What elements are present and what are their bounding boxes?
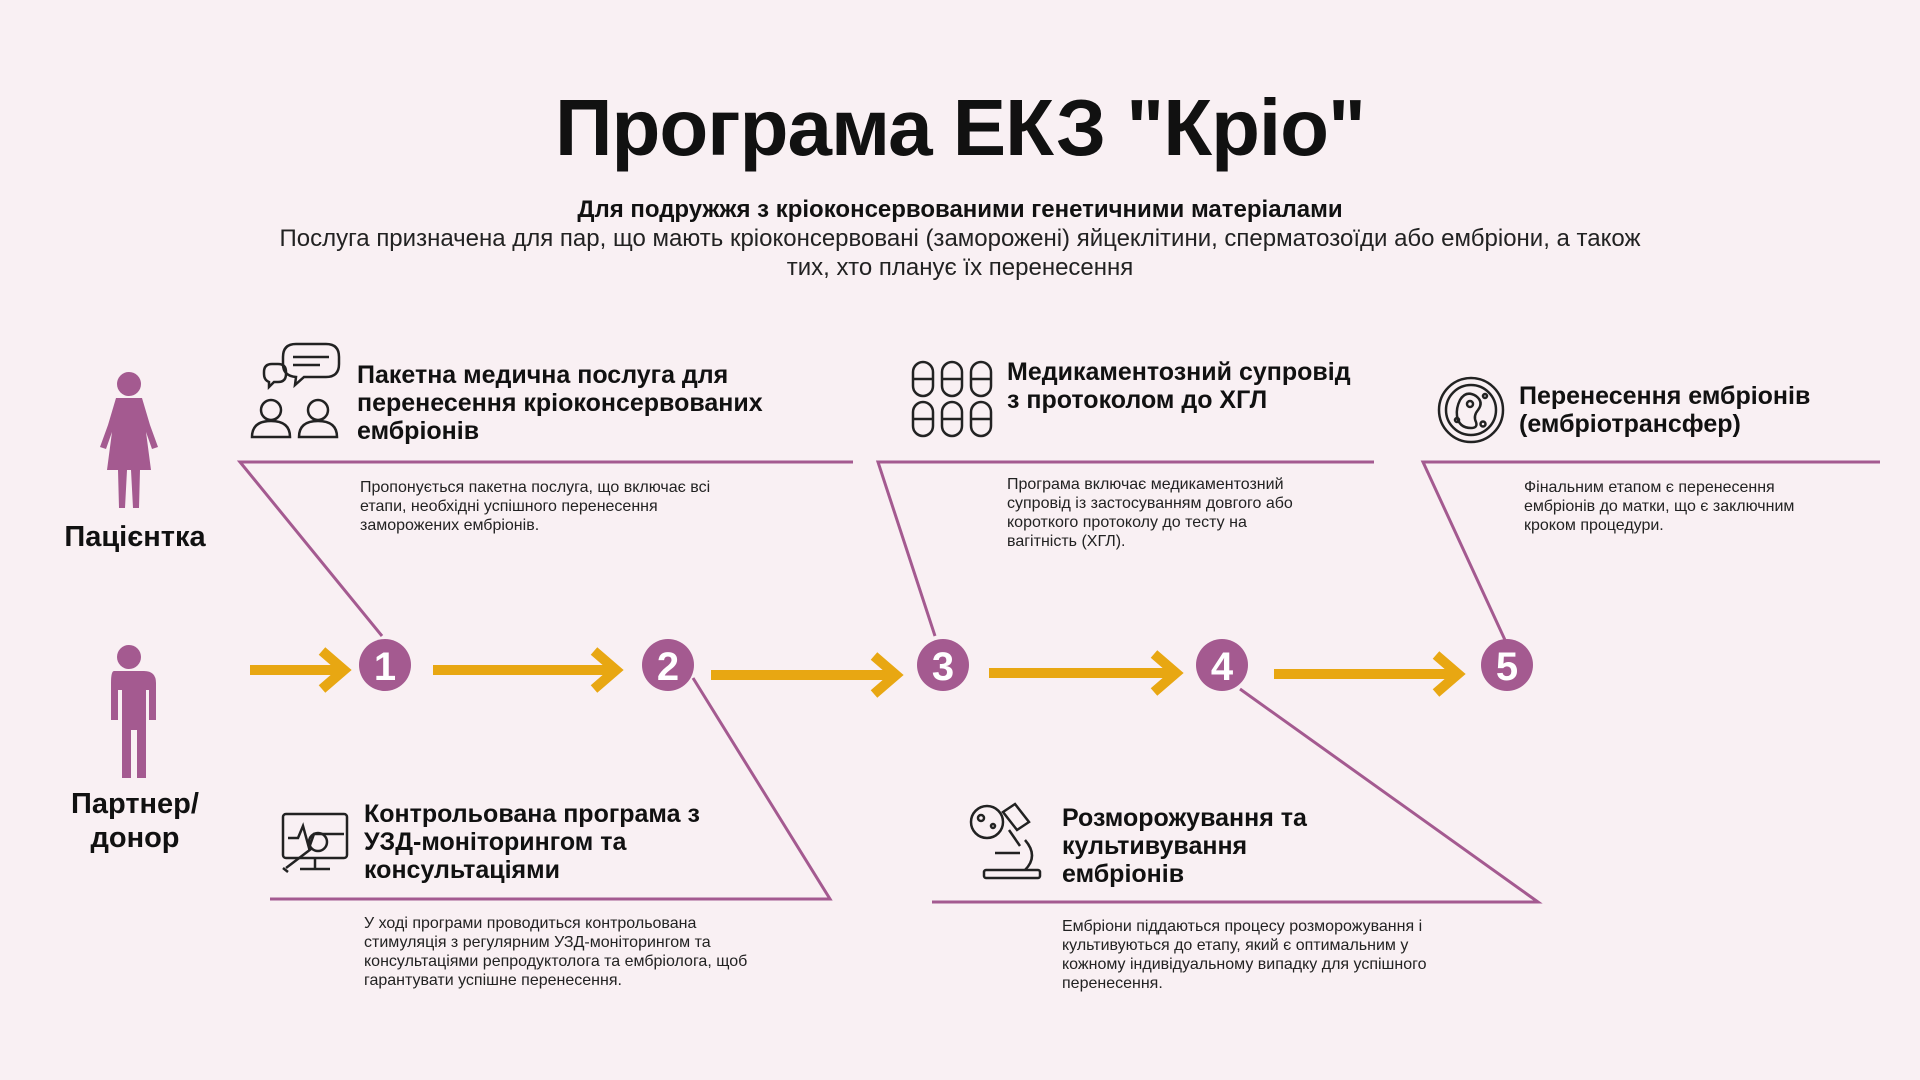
man-icon bbox=[111, 645, 156, 778]
ultrasound-monitor-icon bbox=[281, 812, 349, 873]
patient-label: Пацієнтка bbox=[64, 521, 206, 553]
woman-icon bbox=[100, 372, 158, 508]
connector-step-1 bbox=[236, 460, 853, 637]
arrow-2 bbox=[433, 647, 624, 693]
consultation-icon bbox=[250, 342, 341, 439]
step-number-5-text: 5 bbox=[1496, 645, 1518, 689]
connector-step-3 bbox=[875, 460, 1374, 637]
step-number-3-text: 3 bbox=[932, 645, 954, 689]
step-3-title: Медикаментозний супровід з протоколом до… bbox=[1007, 358, 1351, 414]
connector-step-5 bbox=[1420, 460, 1880, 641]
arrow-1 bbox=[250, 647, 352, 693]
step-number-4-text: 4 bbox=[1211, 645, 1234, 689]
step-number-2-text: 2 bbox=[657, 645, 679, 689]
step-1-description: Пропонується пакетна послуга, що включає… bbox=[360, 479, 711, 534]
step-4-description: Ембріони піддаються процесу розморожуван… bbox=[1062, 918, 1427, 992]
step-number-5: 5 bbox=[1481, 639, 1533, 691]
step-1-title: Пакетна медична послуга для перенесення … bbox=[357, 361, 763, 445]
arrow-5 bbox=[1274, 651, 1466, 697]
step-3-description: Програма включає медикаментозний супрові… bbox=[1007, 476, 1293, 550]
microscope-icon bbox=[969, 802, 1042, 880]
pills-icon bbox=[911, 360, 993, 438]
arrow-4 bbox=[989, 650, 1184, 696]
step-4-title: Розморожування та культивування ембріоні… bbox=[1062, 804, 1307, 888]
step-5-title: Перенесення ембріонів (ембріотрансфер) bbox=[1519, 382, 1811, 438]
connector-step-2 bbox=[270, 677, 833, 901]
page-subtitle: Для подружжя з кріоконсервованими генети… bbox=[577, 196, 1343, 223]
connector-lines bbox=[236, 460, 1880, 904]
embryo-icon bbox=[1437, 376, 1505, 444]
step-2-description: У ході програми проводиться контрольован… bbox=[364, 915, 748, 989]
arrow-3 bbox=[711, 652, 904, 698]
flow-arrows bbox=[250, 647, 1466, 698]
step-5-description: Фінальним етапом є перенесення ембріонів… bbox=[1524, 479, 1795, 534]
connector-step-4 bbox=[932, 687, 1543, 904]
step-number-4: 4 bbox=[1196, 639, 1248, 691]
step-number-2: 2 bbox=[642, 639, 694, 691]
step-number-1: 1 bbox=[359, 639, 411, 691]
page-description: Послуга призначена для пар, що мають крі… bbox=[279, 225, 1641, 281]
partner-label: Партнер/ донор bbox=[71, 788, 199, 854]
page-title: Програма ЕКЗ "Кріо" bbox=[555, 83, 1366, 172]
step-2-title: Контрольована програма з УЗД-моніторинго… bbox=[364, 800, 700, 884]
step-number-1-text: 1 bbox=[374, 645, 396, 689]
step-number-3: 3 bbox=[917, 639, 969, 691]
